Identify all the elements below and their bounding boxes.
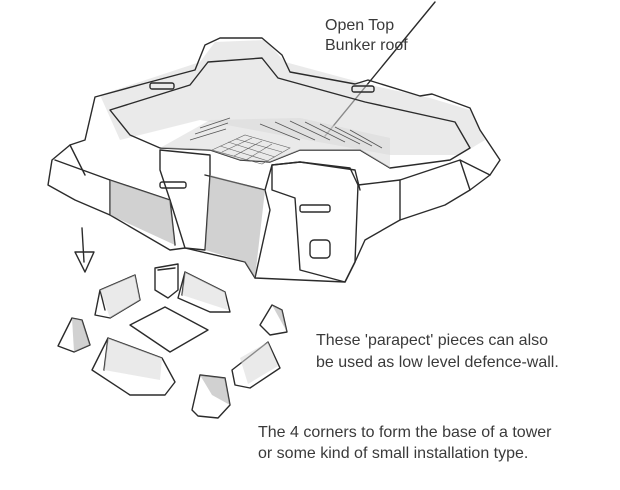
bunker-front-center-block (159, 149, 211, 251)
corner-piece-bottom-shade (200, 375, 230, 405)
roof-label-line-1: Open Top (325, 17, 395, 34)
down-arrow-icon (74, 227, 95, 273)
parapet-piece-bottom-right-shade (240, 342, 278, 384)
roof-label-line-2: Bunker roof (325, 37, 408, 54)
parapet-note-line-1: These 'parapect' pieces can also (316, 332, 549, 349)
corner-piece-right (259, 304, 288, 336)
parapet-note-line-2: be used as low level defence-wall. (316, 354, 559, 371)
corner-piece-bottom (191, 374, 231, 419)
bunker-corner-tower (271, 161, 359, 283)
roof-hatch-grid (211, 134, 291, 165)
parapet-piece-right-upper-shade (182, 272, 228, 310)
exploded-pieces (57, 263, 288, 419)
bunker-wall-shadow-2 (205, 175, 265, 278)
parapet-piece-bottom-left-shade (104, 338, 162, 380)
roof-label: Open Top Bunker roof (325, 16, 408, 56)
bunker-slots (149, 82, 375, 259)
roof-slats (189, 117, 383, 149)
corner-piece-right-shade (272, 305, 287, 332)
bunker-main (47, 37, 501, 283)
corners-note-line-2: or some kind of small installation type. (258, 445, 529, 462)
floor-plate-piece (129, 306, 209, 353)
bunker-inner-rim (109, 57, 471, 169)
corner-piece-top (154, 263, 179, 299)
corner-piece-left-shade (72, 318, 90, 352)
parapet-note: These 'parapect' pieces can also be used… (316, 330, 559, 374)
corners-note: The 4 corners to form the base of a towe… (258, 422, 551, 464)
bunker-wall-shadow (110, 180, 175, 245)
corners-note-line-1: The 4 corners to form the base of a towe… (258, 424, 552, 441)
bunker-front-left-wall (54, 144, 176, 246)
bunker-right-wall (357, 159, 491, 221)
corner-piece-left (57, 317, 91, 353)
parapet-piece-left-upper-shade (100, 275, 140, 318)
